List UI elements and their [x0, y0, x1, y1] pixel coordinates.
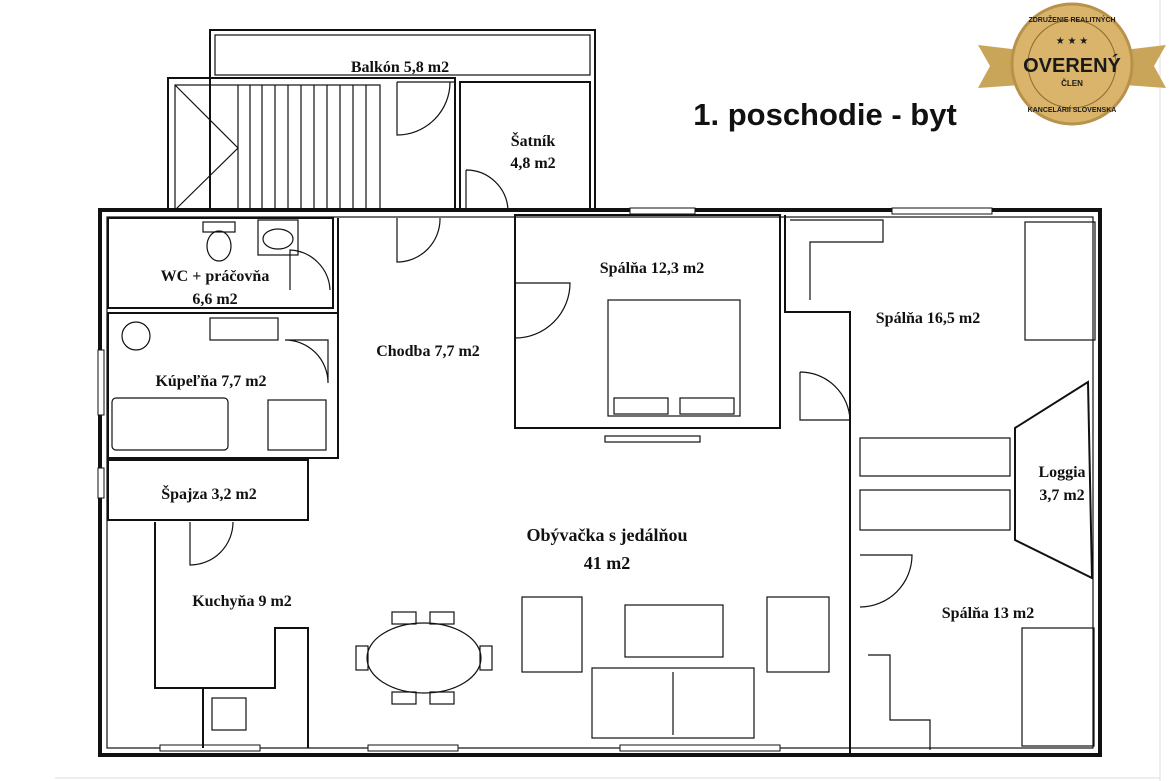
label-spalna-3: Spálňa 13 m2: [942, 605, 1034, 622]
label-kupelna: Kúpeľňa 7,7 m2: [155, 373, 266, 390]
toilet-icon: [121, 321, 151, 351]
label-obyvacka-area: 41 m2: [584, 553, 631, 573]
stairs: [249, 85, 367, 210]
svg-text:★ ★ ★: ★ ★ ★: [1056, 36, 1088, 47]
sink-icon: [257, 219, 299, 256]
bed-icon: [1021, 627, 1095, 747]
label-chodba: Chodba 7,7 m2: [376, 343, 480, 360]
verified-member-badge: ZDRUŽENIE REALITNÝCH ★ ★ ★ OVERENÝ ČLEN …: [978, 2, 1166, 126]
label-balkon: Balkón 5,8 m2: [351, 59, 449, 76]
label-loggia: Loggia: [1038, 464, 1085, 481]
label-spajza: Špajza 3,2 m2: [161, 484, 257, 503]
bathtub-icon: [111, 397, 229, 451]
sofa-icon: [591, 667, 755, 739]
label-spalna-2: Spálňa 16,5 m2: [876, 310, 980, 327]
armchair-icon: [521, 596, 583, 673]
label-wc: WC + práčovňa: [161, 268, 270, 285]
label-spalna-1: Spálňa 12,3 m2: [600, 260, 704, 277]
double-sink-icon: [209, 317, 279, 341]
toilet-icon: [202, 221, 236, 262]
badge-top-text: ZDRUŽENIE REALITNÝCH: [1028, 15, 1115, 24]
label-satnik: Šatník: [511, 131, 556, 150]
label-obyvacka: Obývačka s jedálňou: [526, 525, 687, 545]
shower-icon: [267, 399, 327, 451]
loggia: [1014, 380, 1094, 580]
label-kuchyna: Kuchyňa 9 m2: [192, 593, 292, 610]
tv-icon: [604, 435, 701, 443]
badge-sub-text: ČLEN: [1061, 79, 1083, 88]
double-bed-icon: [607, 299, 741, 417]
label-satnik-area: 4,8 m2: [510, 155, 555, 172]
armchair-icon: [766, 596, 830, 673]
label-loggia-area: 3,7 m2: [1039, 487, 1084, 504]
bed-icon: [1024, 221, 1096, 341]
coffee-table-icon: [624, 604, 724, 658]
balcony: [167, 29, 596, 211]
dining-table-icon: [355, 611, 493, 705]
windows: [97, 207, 993, 752]
wardrobe-icon: [859, 489, 1011, 531]
floor-title: 1. poschodie - byt: [693, 97, 957, 132]
badge-bottom-text: KANCELÁRIÍ SLOVENSKA: [1028, 105, 1117, 114]
label-wc-area: 6,6 m2: [192, 291, 237, 308]
wardrobe-icon: [859, 437, 1011, 477]
badge-main-text: OVERENÝ: [1023, 53, 1121, 77]
kitchen-sink-icon: [211, 697, 247, 731]
